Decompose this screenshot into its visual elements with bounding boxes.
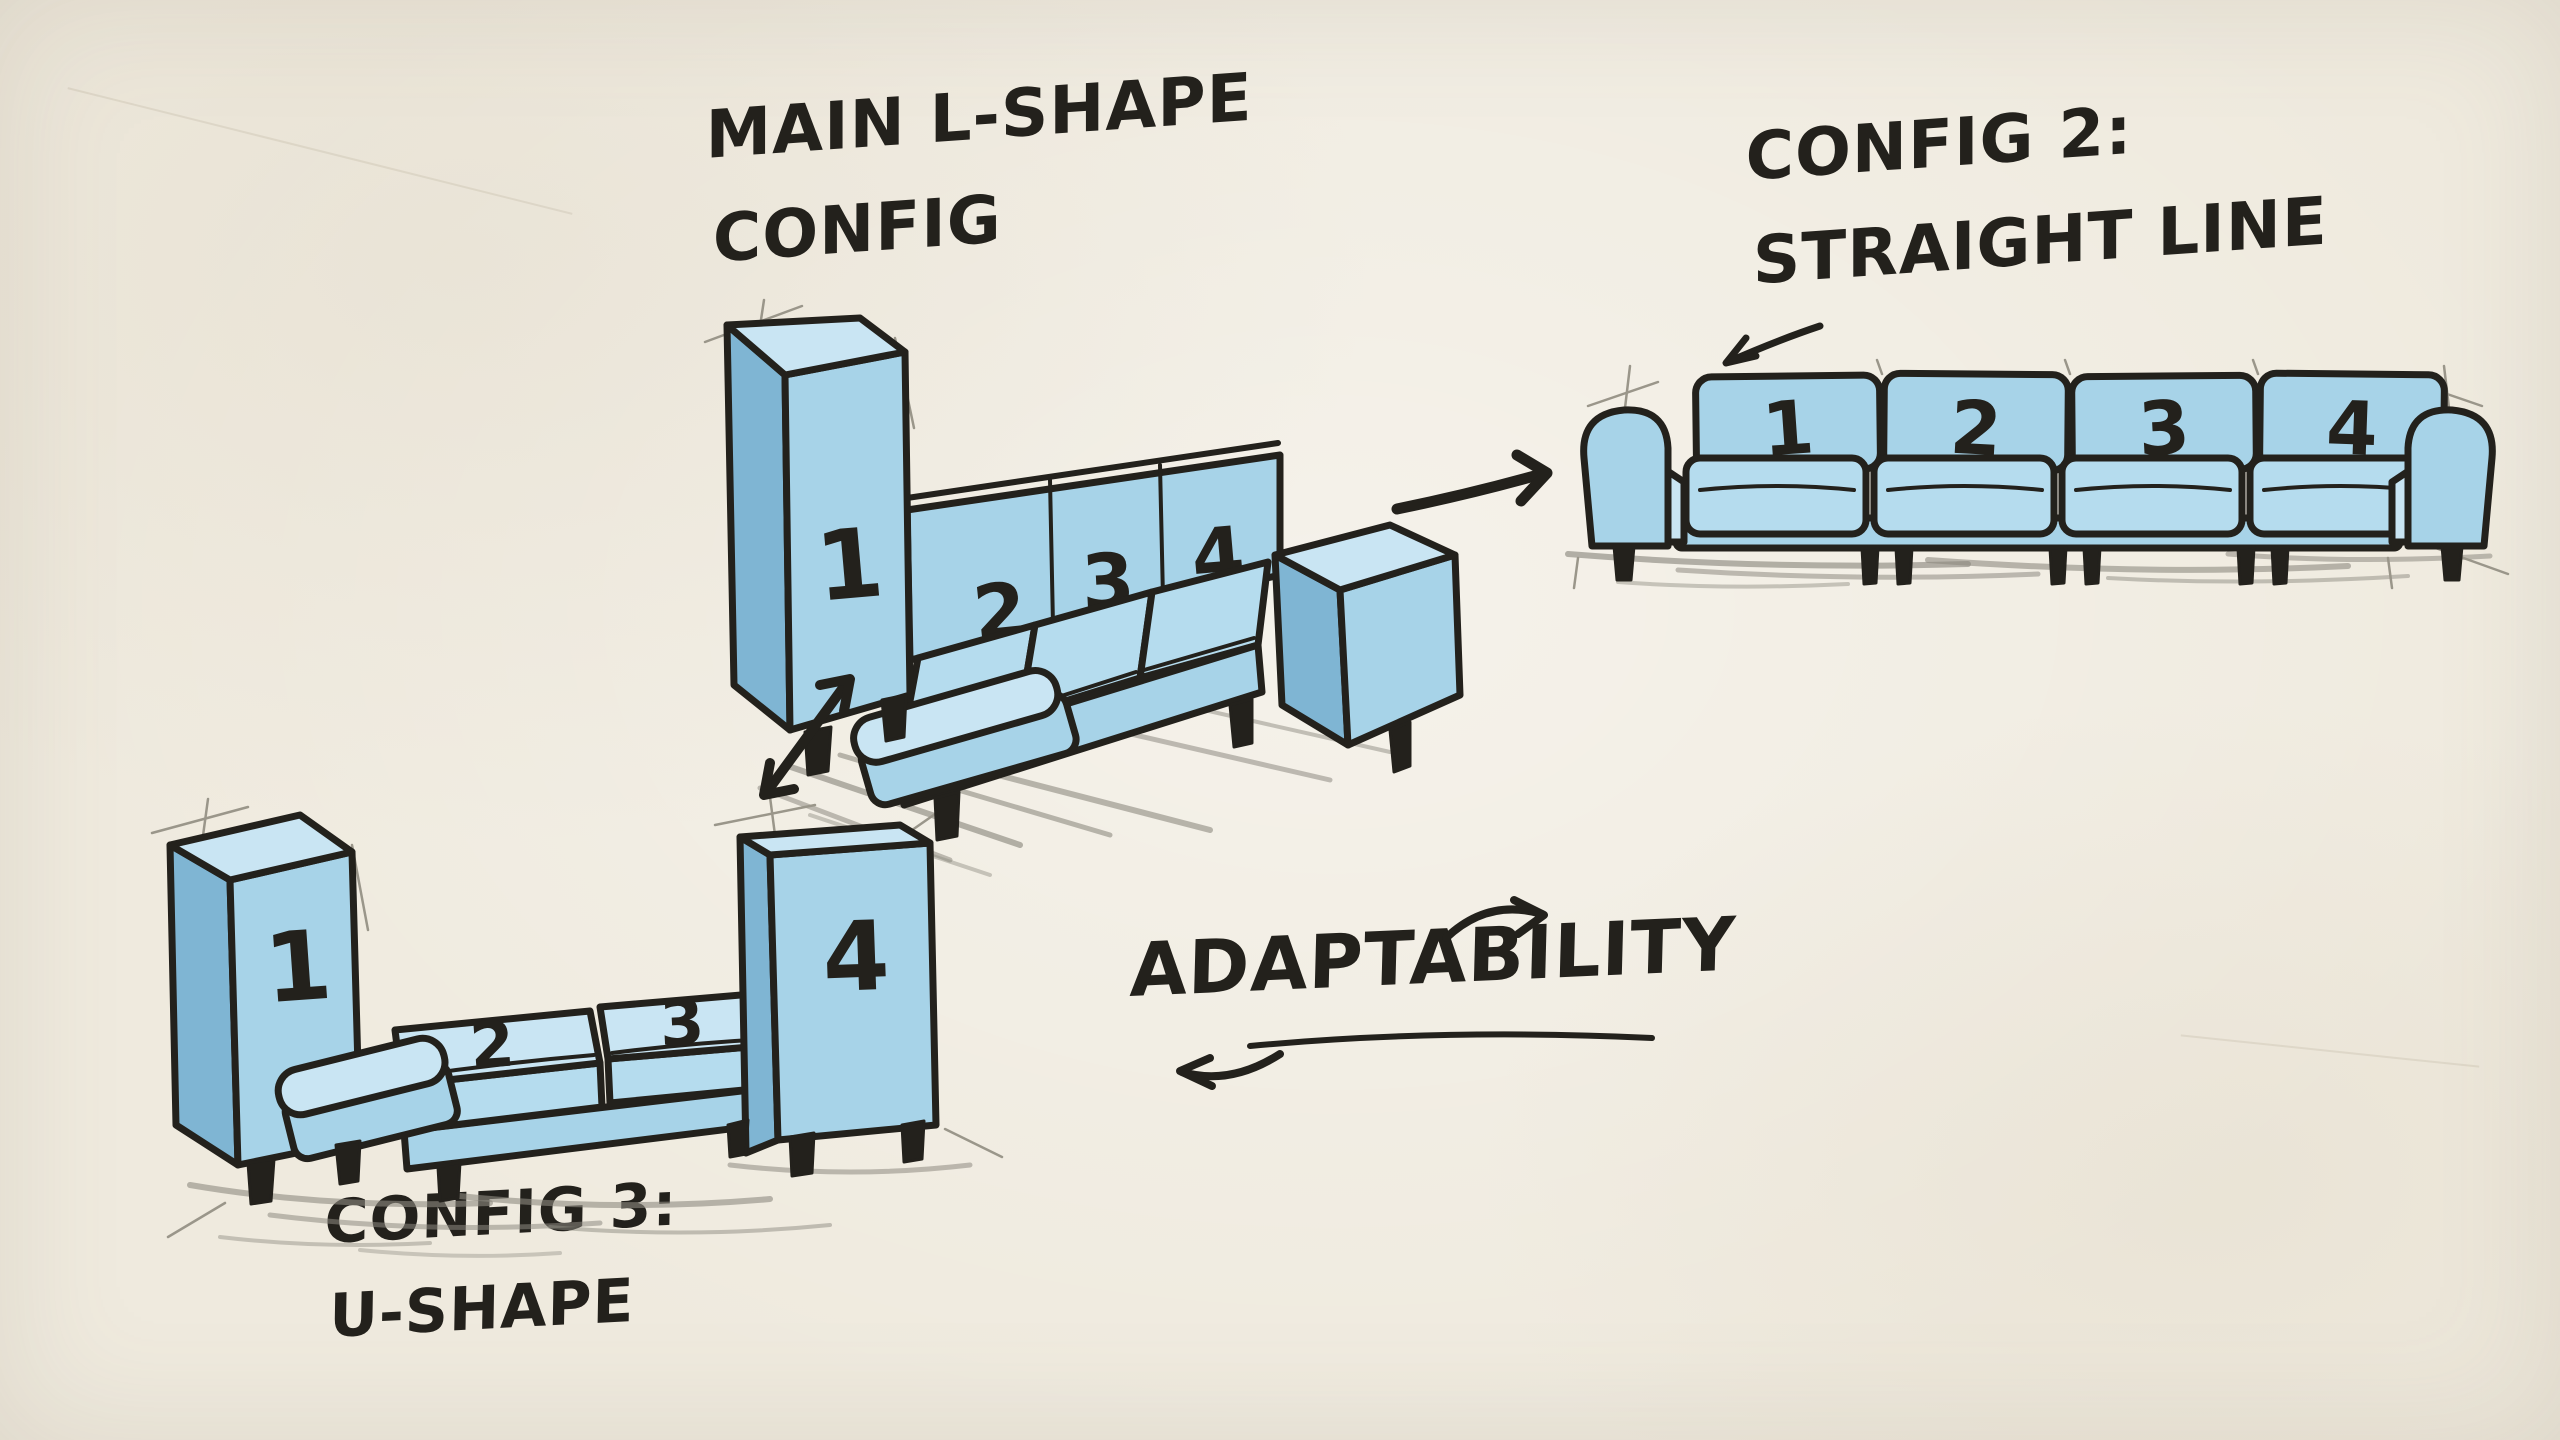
adaptability-text: ADAPTABILITY [1128, 901, 1738, 1015]
config2-pointer-arrow-icon [1722, 322, 1824, 367]
config2-title: CONFIG 2: STRAIGHT LINE [1742, 66, 2331, 314]
module-number-4: 4 [821, 900, 892, 1014]
sofa-legs [246, 1118, 926, 1206]
tall-module-4: 4 [736, 821, 940, 1157]
adaptability-label: ADAPTABILITY [1128, 901, 1738, 1015]
shadow-scribbles [187, 1162, 973, 1258]
sofa-legs [803, 693, 1412, 842]
paper-crease [2180, 1034, 2480, 1068]
module-number-2: 2 [467, 1008, 517, 1085]
adaptability-arrow-left-icon [1176, 1050, 1284, 1090]
seat-cushions [1682, 454, 2434, 538]
backrests [1692, 369, 2448, 475]
adaptability-underline [1247, 1031, 1655, 1049]
l-shape-title: MAIN L-SHAPE CONFIG [702, 46, 1263, 292]
left-armrest [274, 1034, 461, 1163]
left-armrest [1580, 406, 1688, 550]
left-armrest [850, 667, 1080, 809]
paper-crease [67, 87, 573, 215]
shadow-scribbles [1565, 551, 2493, 589]
l-shape-sofa-illustration: 2 3 4 1 [703, 298, 1464, 877]
tall-module-1: 1 [723, 314, 914, 734]
double-arrow-l-to-u-icon [759, 674, 855, 800]
adaptability-arrow-right-icon [1442, 896, 1548, 942]
right-armrest [1271, 521, 1464, 749]
straight-sofa-illustration: 1 2 3 4 [1565, 358, 2510, 590]
arrow-l-to-straight-icon [1391, 449, 1553, 515]
module-number-1: 1 [261, 909, 335, 1025]
module-number-3: 3 [658, 986, 706, 1062]
u-shape-sofa-illustration: 2 3 1 4 [150, 795, 1004, 1258]
right-armrest [2388, 406, 2496, 550]
module-number-1: 1 [811, 506, 887, 623]
sofa-legs [1612, 544, 2464, 586]
